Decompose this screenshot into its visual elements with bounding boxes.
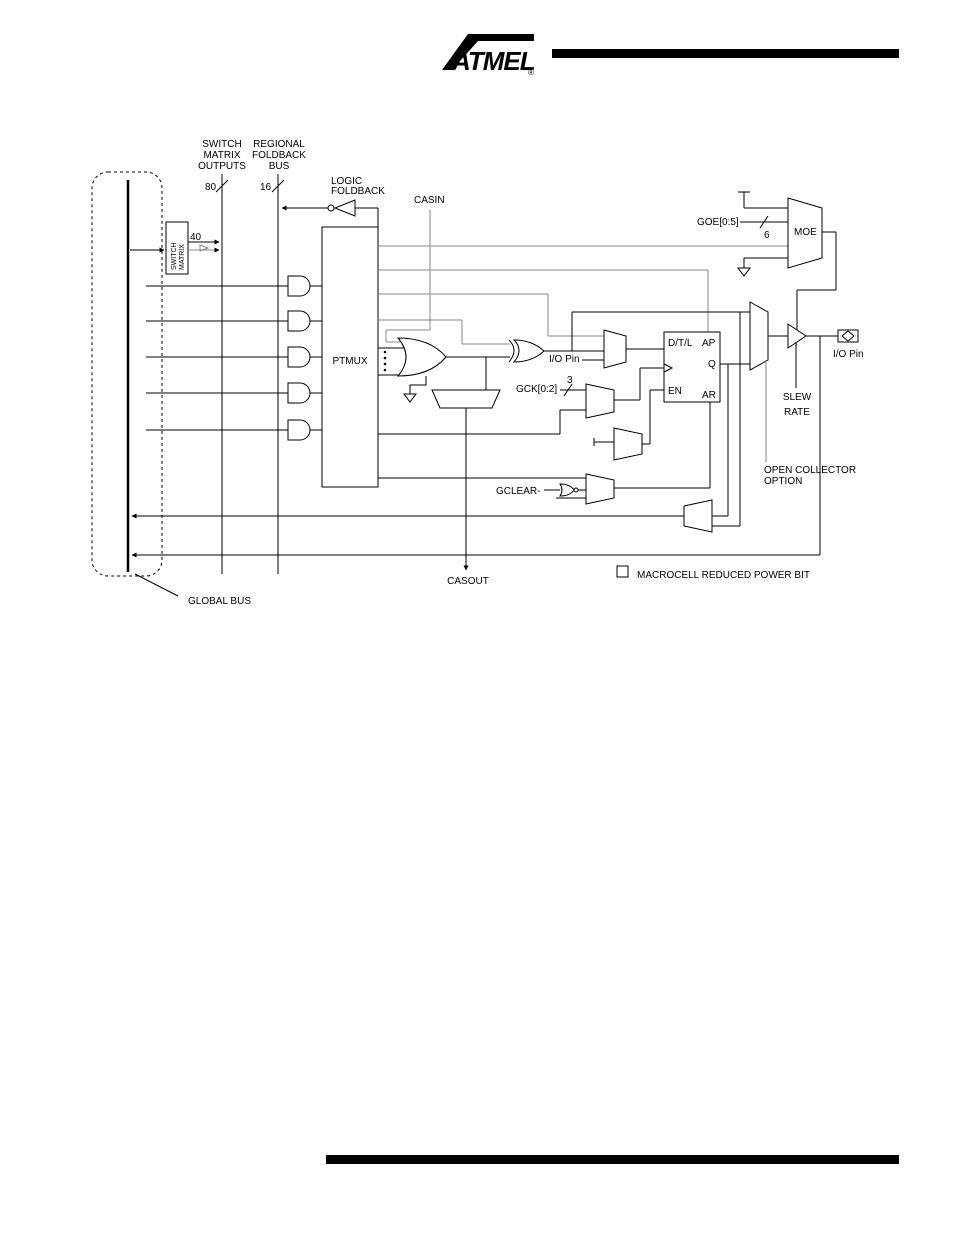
slew-rate-label-1: SLEW <box>783 392 812 403</box>
width-40: 40 <box>190 232 202 243</box>
or-gate <box>398 338 446 376</box>
gck-width: 3 <box>567 375 573 386</box>
foldback-inverter <box>335 200 355 216</box>
open-collector-label-2: OPTION <box>764 476 802 487</box>
logic-foldback-label-2: FOLDBACK <box>331 186 385 197</box>
casout-mux <box>432 390 500 408</box>
switch-matrix-outputs-label-3: OUTPUTS <box>198 161 246 172</box>
casout-label: CASOUT <box>447 576 489 587</box>
product-term-gates <box>146 276 322 440</box>
bus-width-80: 80 <box>205 182 217 193</box>
gck-label: GCK[0:2] <box>516 384 557 395</box>
clock-mux <box>586 384 614 418</box>
goe-label: GOE[0:5] <box>697 217 739 228</box>
bus-width-16: 16 <box>260 182 272 193</box>
regional-foldback-label-2: FOLDBACK <box>252 150 306 161</box>
global-bus-label: GLOBAL BUS <box>188 596 251 607</box>
register-ap-label: AP <box>702 338 716 349</box>
gclear-label: GCLEAR- <box>496 486 540 497</box>
register-en-label: EN <box>668 386 682 397</box>
reduced-power-bit-legend-box <box>617 566 628 577</box>
d-input-mux <box>604 330 626 368</box>
open-collector-label-1: OPEN COLLECTOR <box>764 465 856 476</box>
io-pin-internal-label: I/O Pin <box>549 354 580 365</box>
ptmux-label: PTMUX <box>333 356 368 367</box>
enable-mux <box>614 428 642 460</box>
regional-foldback-label-3: BUS <box>269 161 290 172</box>
switch-matrix-block-label-1: SWITCH <box>171 242 178 270</box>
register-ar-label: AR <box>702 390 716 401</box>
reset-mux <box>586 474 614 504</box>
switch-matrix-block-label-2: MATRIX <box>179 244 186 270</box>
register-q-label: Q <box>708 359 716 370</box>
slew-rate-label-2: RATE <box>784 407 810 418</box>
switch-matrix-outputs-label-2: MATRIX <box>203 150 240 161</box>
moe-label: MOE <box>794 227 817 238</box>
switch-matrix-outputs-label-1: SWITCH <box>202 139 241 150</box>
reduced-power-bit-legend-label: MACROCELL REDUCED POWER BIT <box>637 570 810 581</box>
io-pin-label: I/O Pin <box>833 349 864 360</box>
regional-foldback-label-1: REGIONAL <box>253 139 305 150</box>
register-dtl-label: D/T/L <box>668 338 693 349</box>
goe-width: 6 <box>764 230 770 241</box>
xor-gate <box>514 340 544 362</box>
io-pin-pad <box>838 330 858 342</box>
output-mux <box>750 302 768 370</box>
casin-label: CASIN <box>414 195 445 206</box>
feedback-mux <box>684 500 712 532</box>
